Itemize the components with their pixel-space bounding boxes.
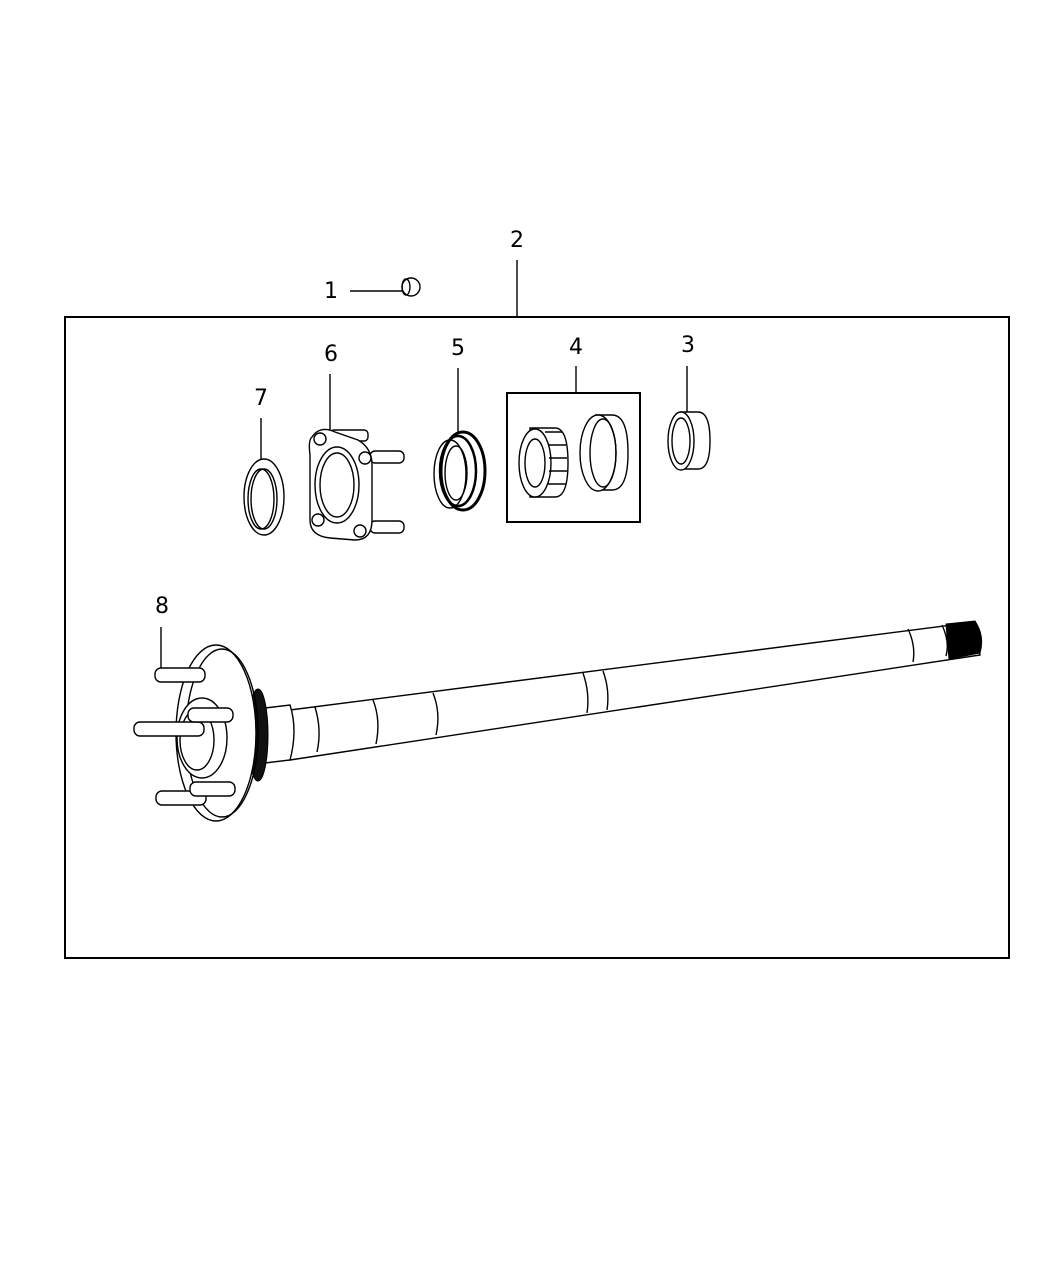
washer-ring-icon <box>243 418 285 536</box>
callout-2: 2 <box>510 228 524 253</box>
axle-shaft-icon <box>133 620 983 822</box>
callout-7: 7 <box>254 386 268 411</box>
tapered-bearing-icon <box>518 427 569 498</box>
callout-6: 6 <box>324 342 338 367</box>
retainer-plate-icon <box>308 374 405 541</box>
nut-icon <box>350 277 421 297</box>
group-box-2 <box>64 316 1010 959</box>
callout-3: 3 <box>681 333 695 358</box>
bearing-ring-icon <box>667 366 711 471</box>
callout-1: 1 <box>324 279 338 304</box>
callout-8: 8 <box>155 594 169 619</box>
group-box-4 <box>506 392 641 523</box>
seal-icon <box>433 368 487 512</box>
callout-5: 5 <box>451 336 465 361</box>
bearing-cup-icon <box>579 414 629 492</box>
callout-4: 4 <box>569 335 583 360</box>
